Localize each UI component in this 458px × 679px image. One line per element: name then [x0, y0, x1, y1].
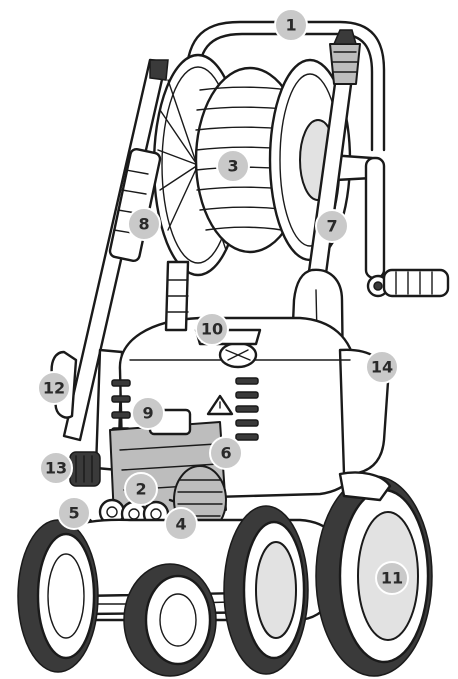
callout-1: 1 [274, 8, 308, 42]
front-center-wheel [123, 563, 217, 677]
callout-2: 2 [124, 472, 158, 506]
callout-7-label: 7 [326, 217, 337, 236]
callout-6: 6 [209, 436, 243, 470]
callout-12: 12 [37, 371, 71, 405]
callout-12-label: 12 [43, 379, 65, 398]
callout-5: 5 [57, 496, 91, 530]
callout-4-label: 4 [175, 515, 186, 534]
callout-10-label: 10 [201, 320, 223, 339]
callout-4: 4 [164, 507, 198, 541]
callout-11: 11 [375, 561, 409, 595]
callout-5-label: 5 [68, 504, 79, 523]
callout-11-label: 11 [381, 569, 403, 588]
callout-7: 7 [315, 209, 349, 243]
callout-14: 14 [365, 350, 399, 384]
callout-3: 3 [216, 149, 250, 183]
hose-reel [152, 53, 450, 298]
callout-9: 9 [131, 396, 165, 430]
callout-1-label: 1 [285, 16, 296, 35]
callout-2-label: 2 [135, 480, 146, 499]
callout-8: 8 [127, 207, 161, 241]
large-side-wheel [315, 471, 433, 677]
callout-3-label: 3 [227, 157, 238, 176]
callout-9-label: 9 [142, 404, 153, 423]
callout-8-label: 8 [138, 215, 149, 234]
callout-10: 10 [195, 312, 229, 346]
rear-left-wheel [17, 519, 99, 673]
front-right-wheel [223, 505, 309, 675]
callout-13: 13 [39, 451, 73, 485]
callout-14-label: 14 [371, 358, 393, 377]
callout-6-label: 6 [220, 444, 231, 463]
callout-13-label: 13 [45, 459, 67, 478]
reel-crank [328, 153, 450, 298]
